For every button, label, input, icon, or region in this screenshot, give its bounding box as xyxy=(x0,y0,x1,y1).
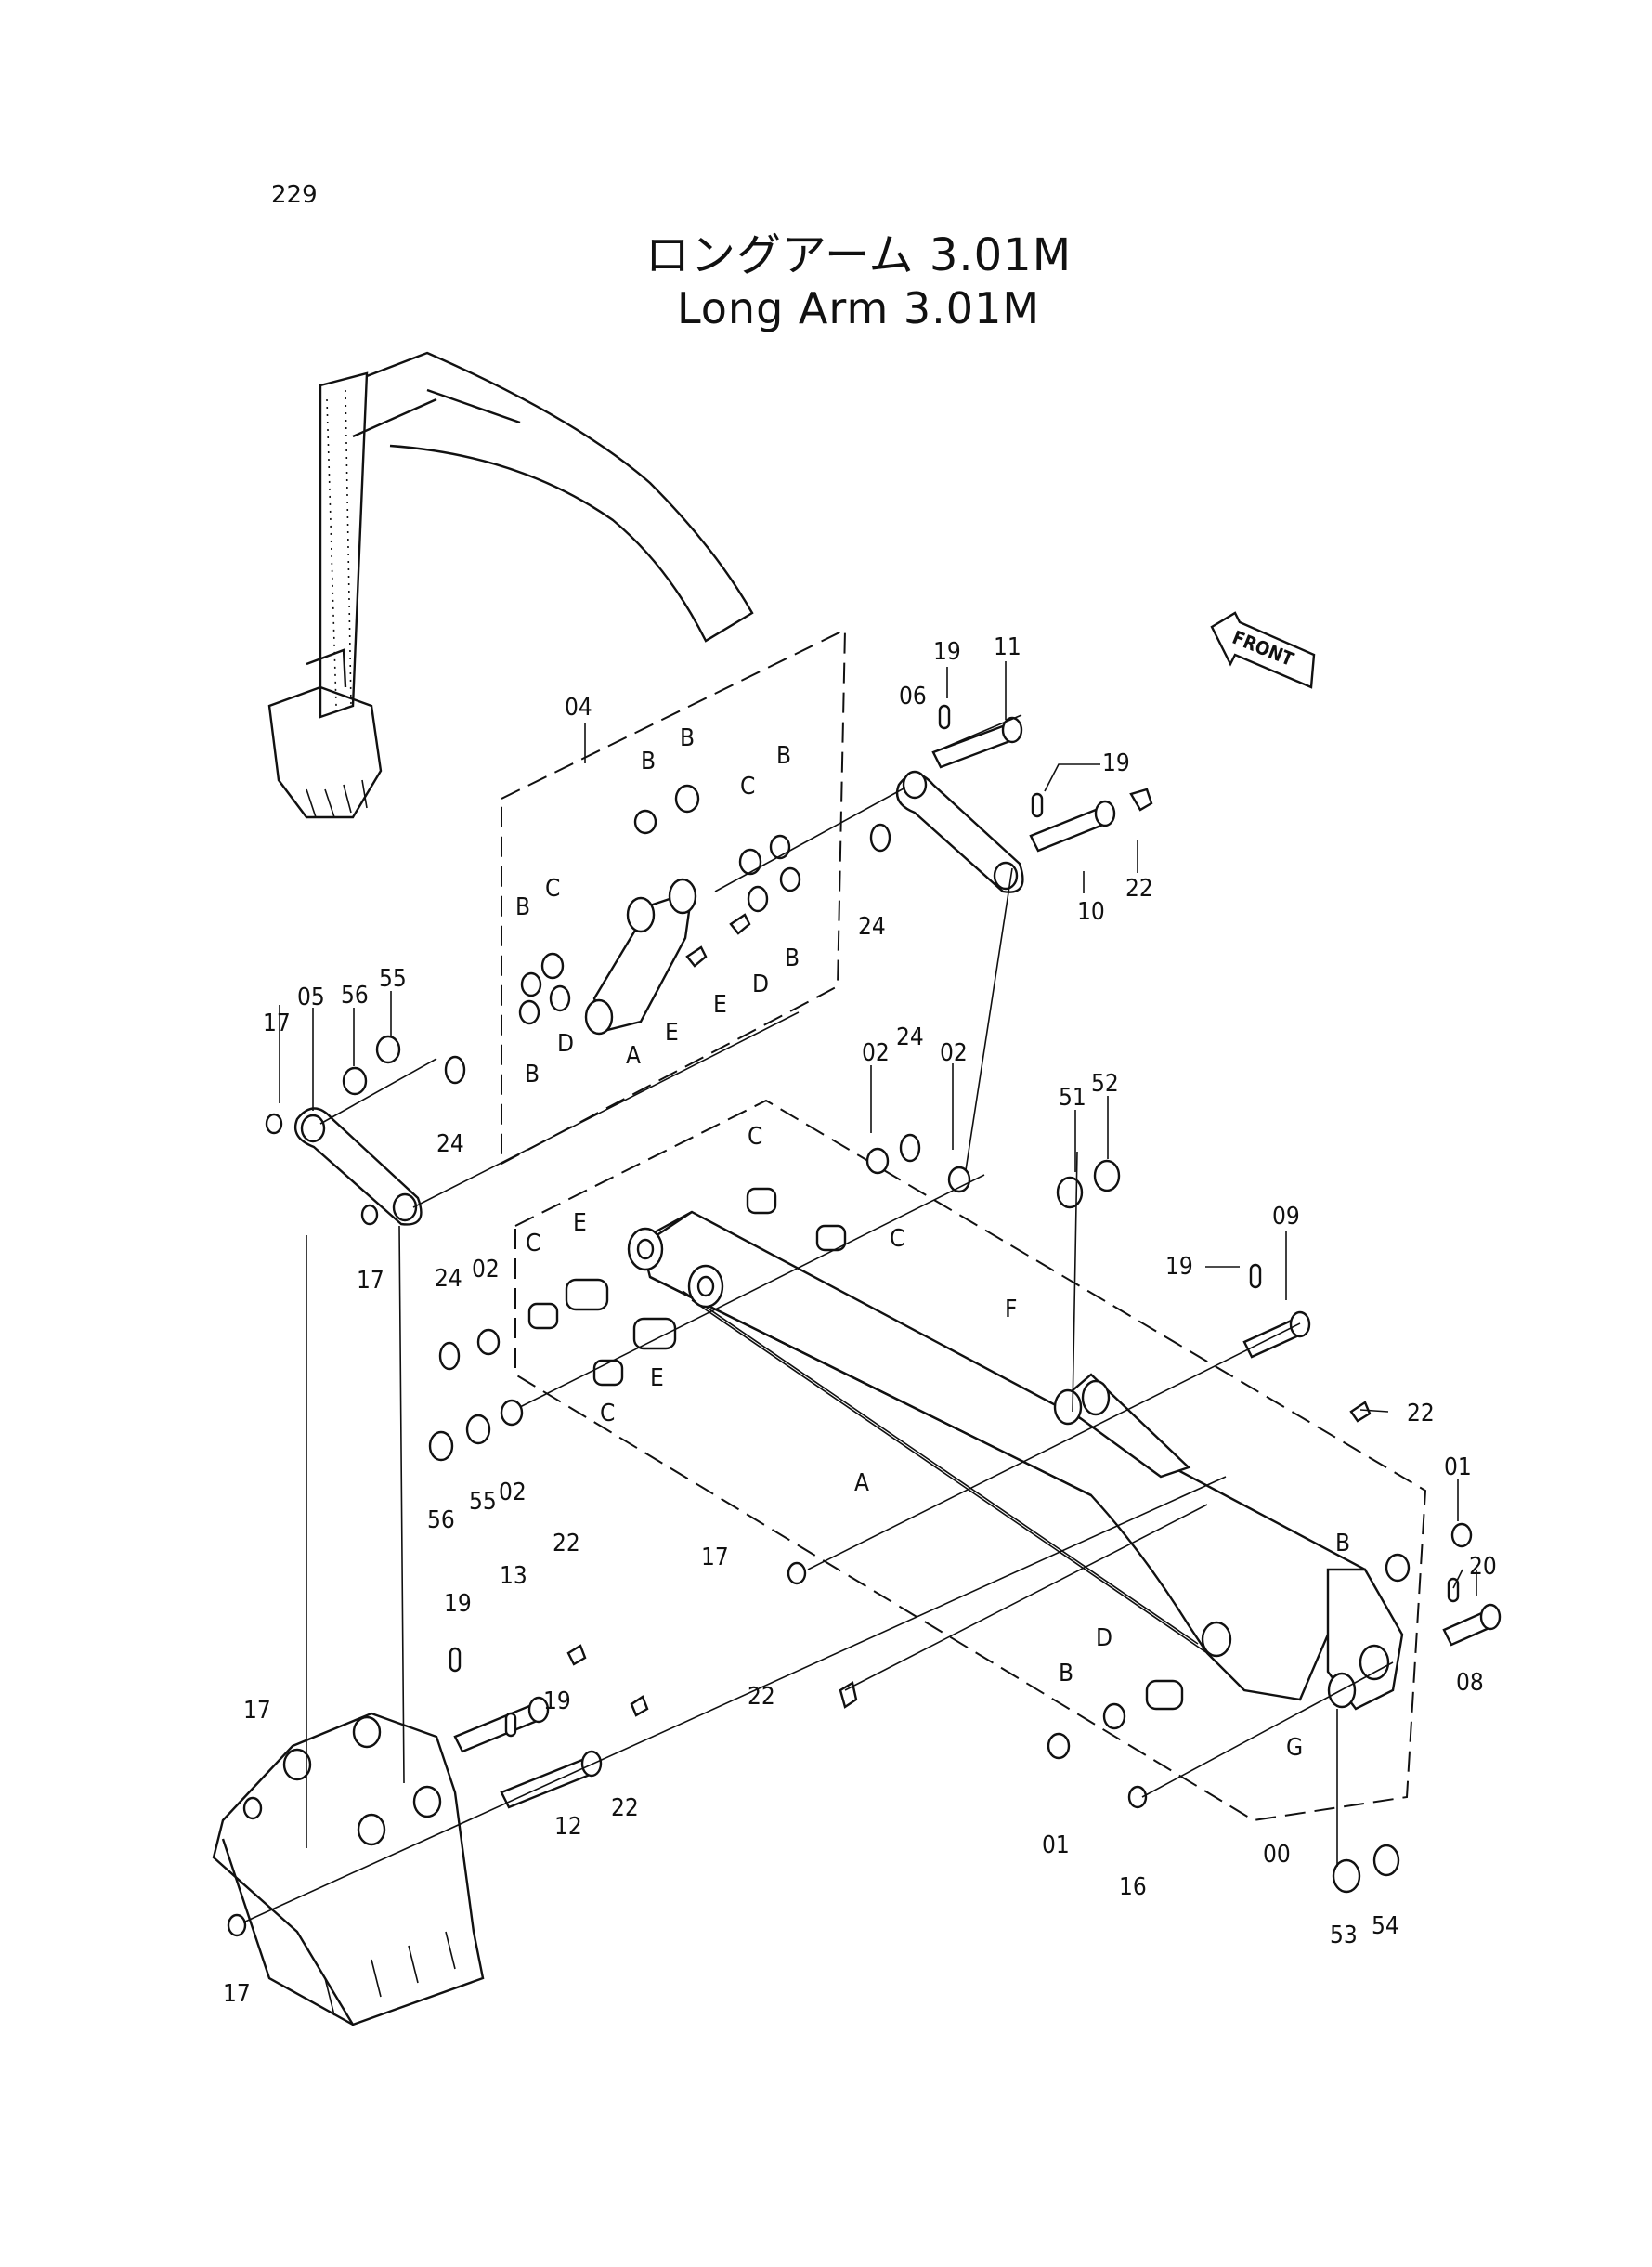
leader-lines xyxy=(279,661,1477,1596)
label-13: 13 xyxy=(500,1562,527,1590)
label-B: B xyxy=(641,748,656,775)
assembly-00-boundary xyxy=(514,1099,1427,1822)
label-C: C xyxy=(526,1230,540,1257)
label-B: B xyxy=(1335,1530,1350,1557)
title-japanese: ロングアーム 3.01M xyxy=(644,229,1073,281)
label-D: D xyxy=(752,971,769,998)
label-B: B xyxy=(785,945,800,972)
link-06 xyxy=(895,770,1024,893)
label-04: 04 xyxy=(565,694,592,722)
label-09: 09 xyxy=(1272,1203,1300,1231)
label-51: 51 xyxy=(1059,1084,1086,1112)
label-55: 55 xyxy=(469,1488,497,1516)
label-D: D xyxy=(557,1030,574,1058)
assembly-04-boundary xyxy=(501,628,847,1166)
arm-body xyxy=(627,1210,1404,1711)
label-22: 22 xyxy=(1125,875,1153,903)
front-arrow: FRONT xyxy=(1210,611,1316,689)
label-C: C xyxy=(600,1400,615,1427)
label-12: 12 xyxy=(554,1813,582,1841)
label-01: 01 xyxy=(1444,1453,1472,1481)
label-17: 17 xyxy=(357,1267,384,1295)
label-24: 24 xyxy=(435,1265,462,1293)
label-B: B xyxy=(525,1061,540,1088)
label-C: C xyxy=(890,1225,904,1253)
label-A: A xyxy=(626,1042,641,1070)
label-17: 17 xyxy=(701,1544,729,1571)
label-B: B xyxy=(776,742,791,770)
label-E: E xyxy=(573,1209,587,1237)
label-55: 55 xyxy=(379,965,407,993)
label-19: 19 xyxy=(1165,1253,1193,1281)
label-G: G xyxy=(1286,1734,1303,1762)
label-22: 22 xyxy=(553,1530,580,1557)
label-00: 00 xyxy=(1263,1841,1291,1869)
label-22: 22 xyxy=(1407,1400,1435,1427)
callout-labels: 04 06 11 19 19 10 22 24 24 24 24 B B B B… xyxy=(223,633,1497,2008)
label-B: B xyxy=(680,724,695,752)
label-53: 53 xyxy=(1330,1922,1358,1949)
label-17: 17 xyxy=(223,1980,251,2008)
label-17: 17 xyxy=(263,1010,291,1037)
label-A: A xyxy=(854,1469,869,1497)
parts-set xyxy=(227,704,1502,1937)
link-05 xyxy=(293,1107,423,1226)
label-E: E xyxy=(665,1019,679,1047)
label-06: 06 xyxy=(899,683,927,710)
label-19: 19 xyxy=(1102,749,1130,777)
label-E: E xyxy=(650,1364,664,1392)
label-D: D xyxy=(1096,1624,1112,1652)
label-01: 01 xyxy=(1042,1831,1070,1859)
page-number: 229 xyxy=(271,181,318,209)
label-56: 56 xyxy=(427,1506,455,1534)
label-54: 54 xyxy=(1372,1912,1399,1940)
label-02: 02 xyxy=(862,1039,890,1067)
label-10: 10 xyxy=(1077,898,1105,926)
label-02: 02 xyxy=(472,1256,500,1283)
label-22: 22 xyxy=(748,1683,775,1711)
label-08: 08 xyxy=(1456,1669,1484,1697)
label-56: 56 xyxy=(341,982,369,1010)
title-english: Long Arm 3.01M xyxy=(676,283,1041,333)
label-C: C xyxy=(740,773,755,801)
label-20: 20 xyxy=(1469,1553,1497,1581)
label-B: B xyxy=(1059,1660,1073,1687)
label-02: 02 xyxy=(940,1039,968,1067)
label-C: C xyxy=(545,875,560,903)
label-16: 16 xyxy=(1119,1873,1147,1901)
label-52: 52 xyxy=(1091,1070,1119,1098)
label-19: 19 xyxy=(444,1590,472,1618)
label-24: 24 xyxy=(896,1023,924,1051)
label-19: 19 xyxy=(543,1687,571,1715)
label-E: E xyxy=(713,991,727,1019)
label-05: 05 xyxy=(297,984,325,1011)
label-11: 11 xyxy=(994,633,1021,661)
label-24: 24 xyxy=(436,1130,464,1158)
label-02: 02 xyxy=(499,1479,527,1506)
center-lines xyxy=(242,714,1394,1923)
label-19: 19 xyxy=(933,638,961,666)
bucket xyxy=(212,1712,485,2026)
label-B: B xyxy=(515,893,530,921)
label-C: C xyxy=(748,1123,762,1151)
label-F: F xyxy=(1005,1296,1017,1323)
label-17: 17 xyxy=(243,1697,271,1725)
label-22: 22 xyxy=(611,1794,639,1822)
label-24: 24 xyxy=(858,913,886,941)
excavator-overview xyxy=(267,351,754,819)
